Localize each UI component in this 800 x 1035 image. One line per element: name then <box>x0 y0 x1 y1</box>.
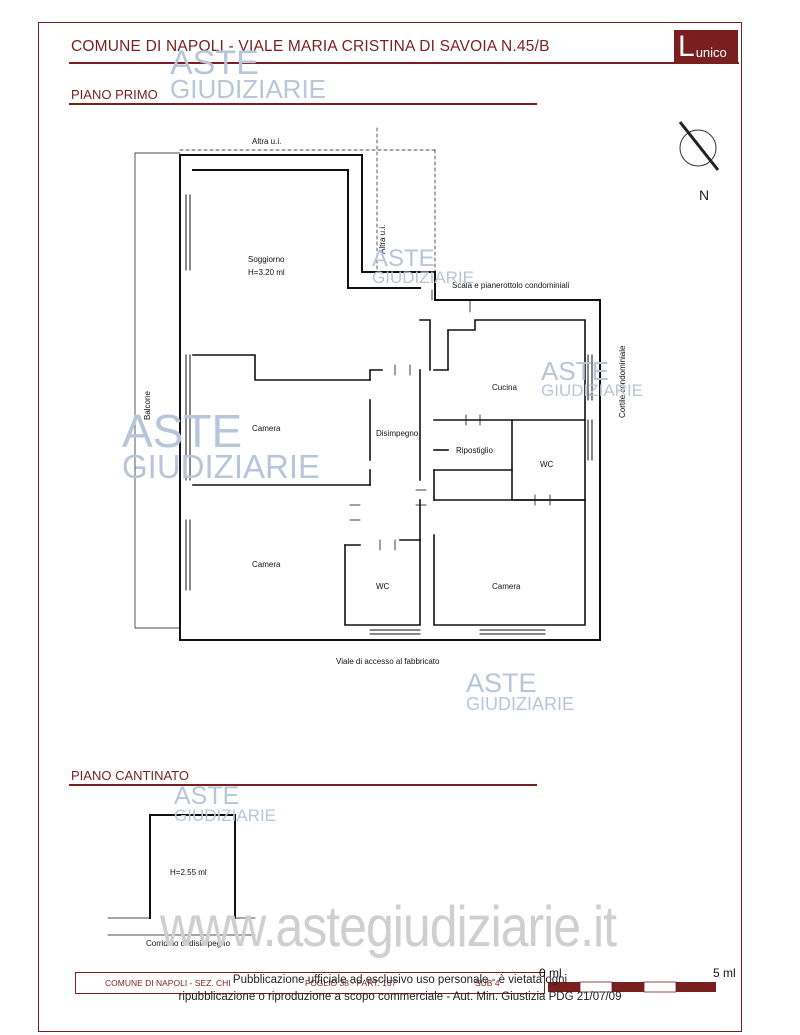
section-first-floor-rule <box>69 103 537 105</box>
section-first-floor: PIANO PRIMO <box>71 87 158 102</box>
publication-notice-2: ripubblicazione o riproduzione a scopo c… <box>178 991 622 1003</box>
room-wc-2: WC <box>540 460 554 469</box>
watermark-3: ASTE GIUDIZIARIE <box>541 356 644 400</box>
badge-word: unico <box>695 45 727 60</box>
room-camera-3: Camera <box>492 582 521 591</box>
footer-comune: COMUNE DI NAPOLI - SEZ. CHI <box>105 978 231 988</box>
label-cantina-height: H=2.55 ml <box>170 868 207 877</box>
label-altra-ui-top: Altra u.i. <box>252 137 282 146</box>
compass-icon <box>678 121 720 171</box>
drawing-frame <box>38 22 742 1032</box>
footer-cartouche <box>75 972 545 994</box>
publication-notice-1: Pubblicazione ufficiale ad esclusivo uso… <box>232 974 568 986</box>
graphic-scale <box>548 981 716 993</box>
watermark-2: ASTE GIUDIZIARIE <box>372 245 475 287</box>
scale-start-label: 0 ml <box>539 966 562 980</box>
watermark-1: ASTE GIUDIZIARIE <box>170 44 327 104</box>
room-disimpegno: Disimpegno <box>376 429 419 438</box>
label-corridoio: Corridoio di disimpegno <box>146 939 231 948</box>
room-soggiorno: Soggiorno <box>248 255 285 264</box>
label-viale: Viale di accesso al fabbricato <box>336 657 440 666</box>
unit-badge: L unico <box>674 30 738 64</box>
watermark-5: ASTE GIUDIZIARIE <box>466 668 575 714</box>
watermark-4: ASTE GIUDIZIARIE <box>122 405 321 485</box>
room-camera-2: Camera <box>252 560 281 569</box>
watermark-6: ASTE GIUDIZIARIE <box>174 782 277 825</box>
footer-sub: SUB 4 <box>475 978 500 988</box>
scale-end-label: 5 ml <box>713 966 736 980</box>
room-cucina: Cucina <box>492 383 517 392</box>
label-scala: Scala e pianerottolo condominiali <box>452 281 570 290</box>
badge-letter: L <box>678 30 695 63</box>
section-basement-rule <box>69 784 537 786</box>
watermark-site: www.astegiudiziarie.it <box>160 894 617 959</box>
section-basement: PIANO CANTINATO <box>71 768 189 783</box>
room-wc-1: WC <box>376 582 390 591</box>
title-rule <box>69 62 739 64</box>
room-ripostiglio: Ripostiglio <box>456 446 493 455</box>
room-camera-1: Camera <box>252 424 281 433</box>
north-label: N <box>699 187 710 203</box>
drawing-title: COMUNE DI NAPOLI - VIALE MARIA CRISTINA … <box>71 38 550 55</box>
footer-foglio: FOGLIO 38 - PART. 167 <box>305 978 397 988</box>
room-soggiorno-height: H=3.20 ml <box>248 268 285 277</box>
